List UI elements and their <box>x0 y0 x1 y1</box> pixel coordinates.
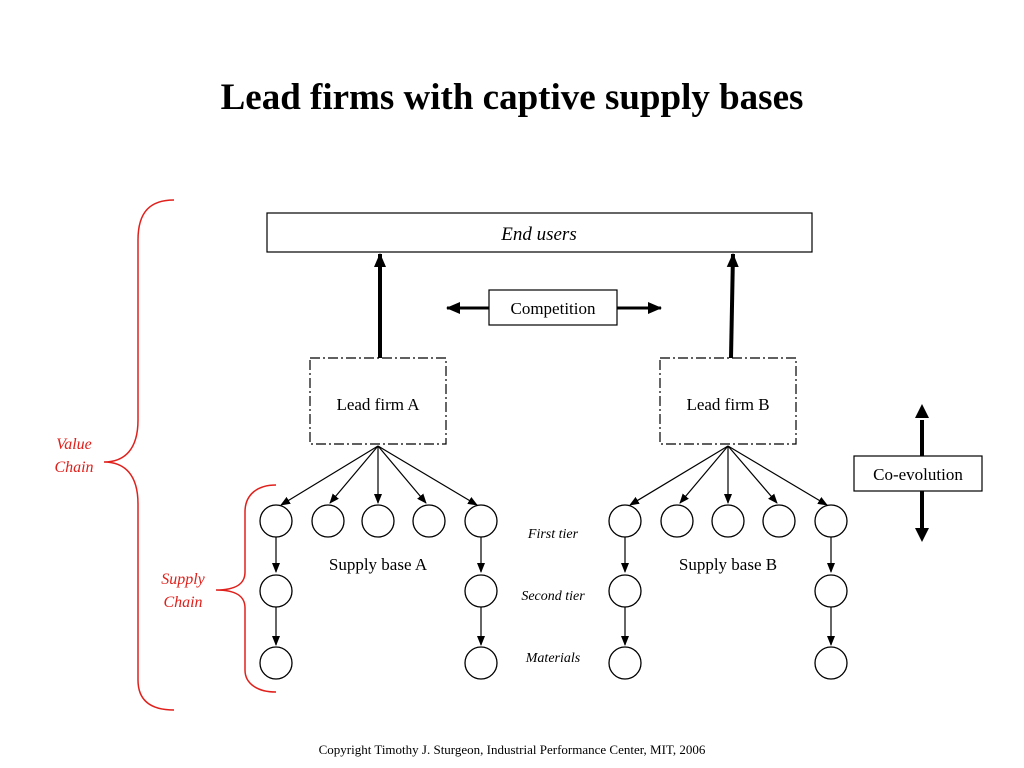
fan-arrow-b2 <box>679 445 729 504</box>
lead-firm-b-label: Lead firm B <box>686 395 769 414</box>
supplier-node-b-second-2 <box>814 574 848 608</box>
fan-arrow-a5 <box>377 445 478 506</box>
value-chain-label-line1: Value <box>56 436 92 453</box>
supply-base-a-label: Supply base A <box>329 555 428 574</box>
supplier-node-b-first-5 <box>814 504 848 538</box>
supplier-node-b-materials-2 <box>814 646 848 680</box>
co-evolution-arrow-head-up <box>915 404 929 418</box>
competition-box <box>488 289 618 326</box>
lead-firm-b-box <box>659 357 797 445</box>
supplier-node-b-first-4 <box>762 504 796 538</box>
supplier-node-a-first-4 <box>412 504 446 538</box>
co-evolution-box <box>853 455 983 492</box>
lead-firm-a-label: Lead firm A <box>336 395 420 414</box>
supplier-node-b-first-1 <box>608 504 642 538</box>
supplier-node-b-second-1 <box>608 574 642 608</box>
value-chain-brace <box>103 199 175 711</box>
fan-arrow-a1 <box>280 445 379 506</box>
co-evolution-label: Co-evolution <box>873 465 963 484</box>
supply-chain-label-line1: Supply <box>161 571 205 588</box>
co-evolution-arrow-head-down <box>915 528 929 542</box>
competition-label: Competition <box>511 299 597 318</box>
value-chain-label-line2: Chain <box>54 459 93 476</box>
supplier-node-a-second-1 <box>259 574 293 608</box>
supplier-node-a-first-5 <box>464 504 498 538</box>
supplier-node-b-first-2 <box>660 504 694 538</box>
supplier-node-a-second-2 <box>464 574 498 608</box>
supply-base-b-fan-arrows <box>629 445 828 506</box>
lead-firm-a-box <box>309 357 447 445</box>
fan-arrow-b5 <box>727 445 828 506</box>
supply-base-b-label: Supply base B <box>679 555 777 574</box>
fan-arrow-a2 <box>329 445 379 504</box>
lead-firm-b-to-end-users-arrow <box>726 253 739 359</box>
tier-arrows <box>272 537 835 646</box>
fan-arrow-b1 <box>629 445 729 506</box>
supplier-node-a-materials-2 <box>464 646 498 680</box>
tier-label-second: Second tier <box>521 589 585 604</box>
supply-chain-label-line2: Chain <box>163 594 202 611</box>
copyright-footer: Copyright Timothy J. Sturgeon, Industria… <box>318 742 706 757</box>
end-users-label: End users <box>500 224 576 245</box>
tier-label-materials: Materials <box>525 651 581 666</box>
supplier-node-a-first-2 <box>311 504 345 538</box>
supply-base-a-fan-arrows <box>280 445 478 506</box>
end-users-box <box>266 212 813 253</box>
supplier-node-b-materials-1 <box>608 646 642 680</box>
supplier-node-a-first-1 <box>259 504 293 538</box>
fan-arrow-b4 <box>727 445 778 504</box>
supplier-nodes <box>259 504 848 680</box>
supplier-node-a-first-3 <box>361 504 395 538</box>
supplier-node-b-first-3 <box>711 504 745 538</box>
slide-title: Lead firms with captive supply bases <box>220 77 804 118</box>
fan-arrow-a4 <box>377 445 427 504</box>
supplier-node-a-materials-1 <box>259 646 293 680</box>
supply-chain-brace <box>215 484 277 693</box>
tier-label-first: First tier <box>527 527 579 542</box>
